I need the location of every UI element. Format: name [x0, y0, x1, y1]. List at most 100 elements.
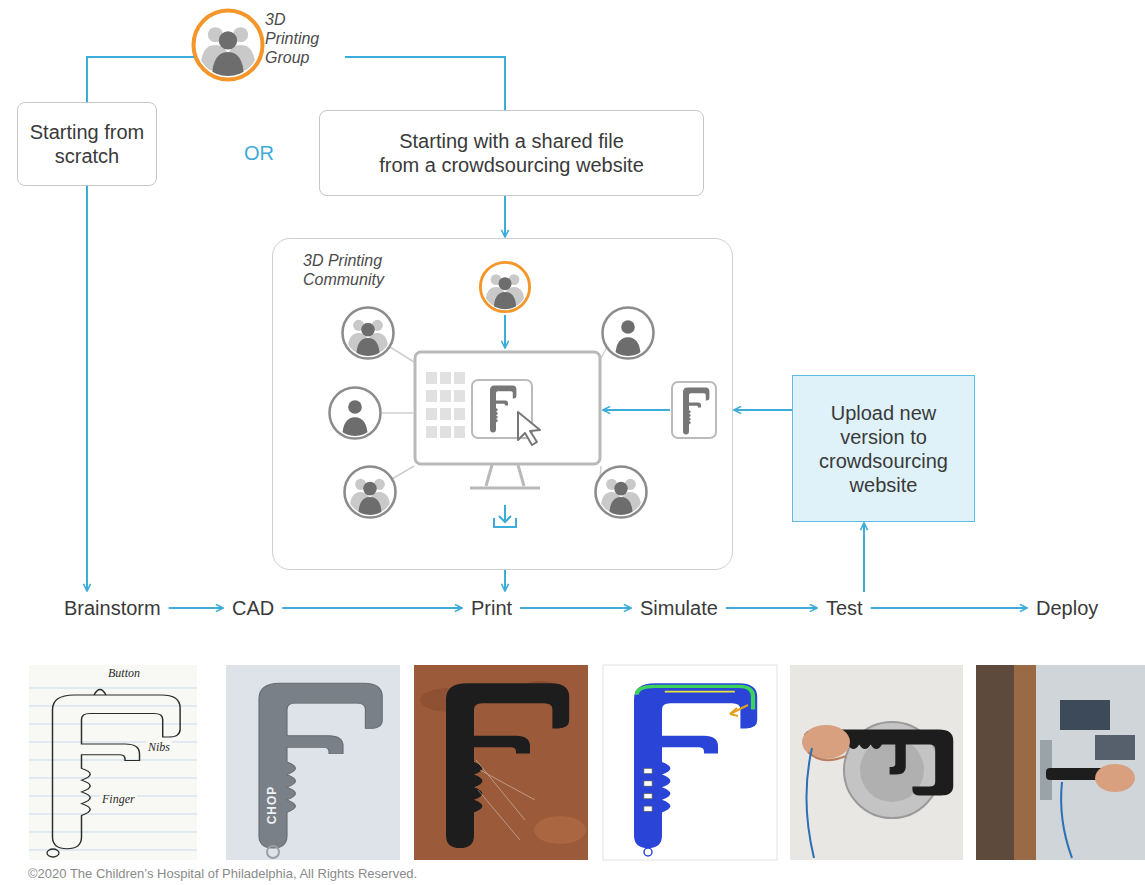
sketch-photo — [29, 706, 197, 707]
monitor-icon — [440, 372, 451, 384]
engraved-text: CHOP — [266, 786, 279, 825]
monitor-icon — [490, 386, 516, 433]
sketch-photo — [29, 760, 197, 761]
start-box: Starting with a shared file from a crowd… — [319, 110, 704, 196]
stage-step: Test — [818, 592, 871, 624]
or-label: OR — [244, 141, 274, 165]
node-text: Starting from scratch — [26, 120, 148, 168]
people-icon — [348, 320, 389, 359]
sketch-photo — [47, 849, 59, 857]
print-photo — [480, 770, 535, 800]
monitor-icon — [454, 390, 465, 402]
people-icon — [596, 467, 647, 518]
test-photo — [790, 665, 963, 860]
flow-connector — [345, 57, 505, 110]
sketch-photo — [29, 665, 197, 860]
people-icon — [596, 467, 647, 518]
deploy-photo — [976, 665, 1145, 860]
sketch-photo — [94, 690, 106, 696]
community-illustration — [330, 262, 717, 527]
group-node: 3D Printing Group — [194, 8, 345, 84]
node-text: Test — [826, 596, 863, 620]
monitor-icon — [426, 372, 465, 438]
person-icon — [603, 308, 654, 359]
deploy-photo — [1060, 700, 1110, 730]
download-icon — [499, 516, 511, 522]
sketch-photo — [29, 688, 197, 689]
deploy-photo — [976, 665, 1145, 860]
cad-render — [267, 846, 279, 858]
flow-connector — [169, 607, 223, 609]
sketch-photo — [29, 724, 197, 725]
sketch-note: Finger — [100, 793, 137, 807]
flow-connector — [734, 409, 792, 411]
community-region: 3D Printing Community — [272, 238, 733, 570]
simulation-render — [637, 686, 753, 709]
flow-arrow — [504, 315, 506, 348]
flow-connector — [86, 186, 88, 591]
flow-arrow — [603, 409, 670, 411]
print-photo — [476, 760, 535, 840]
monitor-icon — [440, 426, 451, 438]
test-photo — [808, 752, 846, 760]
people-icon — [601, 479, 642, 518]
simulation-render — [644, 806, 652, 811]
person-icon — [330, 388, 381, 439]
deploy-photo — [976, 665, 1014, 860]
group-icon — [200, 27, 255, 79]
monitor-icon — [426, 408, 437, 420]
group-icon — [194, 11, 263, 80]
connector-line — [392, 466, 414, 479]
print-photo — [476, 760, 525, 820]
stage-step: Brainstorm — [56, 592, 169, 624]
group-icon — [480, 262, 529, 311]
person-icon — [615, 320, 641, 358]
print-photo — [478, 790, 520, 840]
copyright-note: ©2020 The Children’s Hospital of Philade… — [28, 866, 417, 882]
flow-connector — [282, 607, 462, 609]
node-text: Starting with a shared file from a crowd… — [328, 129, 695, 177]
sketch-note: Button — [106, 667, 142, 681]
node-text: Simulate — [640, 596, 718, 620]
simulation-render — [644, 768, 652, 773]
people-icon — [343, 308, 394, 359]
monitor-icon — [440, 408, 451, 420]
node-text: Print — [471, 596, 512, 620]
flow-connector — [863, 523, 865, 592]
simulation-render — [644, 794, 652, 799]
file-card — [683, 388, 709, 435]
simulation-render — [603, 665, 777, 860]
node-text: Upload new version to crowdsourcing webs… — [805, 401, 962, 497]
group-icon — [480, 262, 529, 311]
flow-connector — [871, 607, 1027, 609]
cad-render — [226, 665, 400, 860]
monitor-icon — [426, 426, 437, 438]
print-photo — [446, 683, 569, 848]
test-photo — [806, 748, 814, 858]
deploy-photo — [1095, 764, 1135, 792]
start-box: Starting from scratch — [17, 102, 157, 186]
flow-connector — [504, 570, 506, 591]
connector-line — [390, 347, 414, 362]
sketch-note: Nibs — [146, 741, 172, 755]
sketch-photo — [29, 814, 197, 815]
node-text: 3D Printing Group — [265, 10, 335, 68]
monitor-icon — [470, 487, 540, 490]
connector-group — [87, 57, 1027, 608]
people-icon — [345, 467, 396, 518]
sketch-photo — [29, 832, 197, 833]
print-photo — [414, 665, 588, 860]
sketch-photo — [53, 695, 181, 849]
cad-render — [226, 665, 400, 860]
monitor-icon — [426, 372, 437, 384]
stage-step: Deploy — [1028, 592, 1106, 624]
monitor-icon — [454, 372, 465, 384]
group-icon — [194, 11, 263, 80]
sketch-photo — [29, 688, 197, 850]
stage-step: Simulate — [632, 592, 726, 624]
node-text: 3D Printing Community — [303, 251, 413, 289]
print-photo — [414, 665, 588, 860]
simulation-render — [665, 691, 735, 693]
sketch-photo — [29, 665, 197, 860]
simulation-render — [644, 781, 652, 786]
